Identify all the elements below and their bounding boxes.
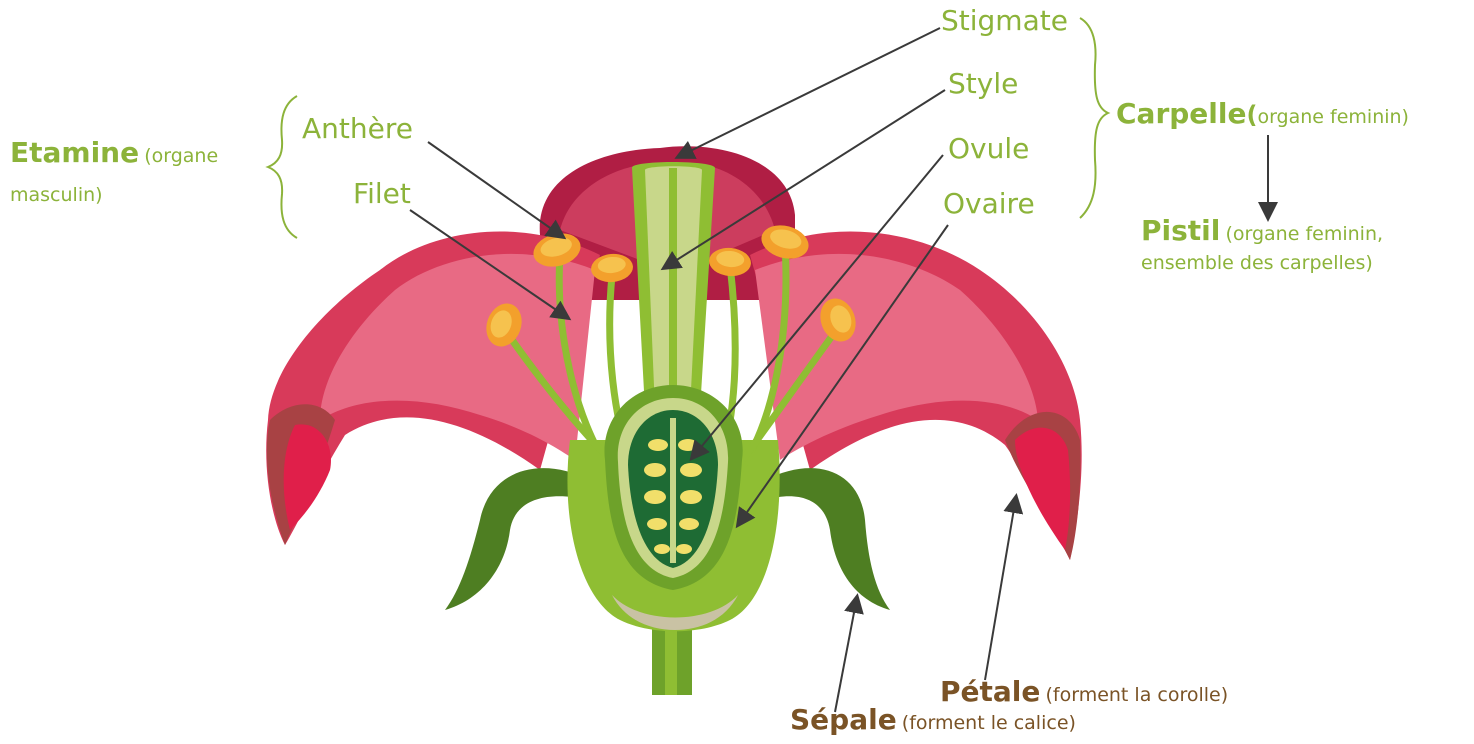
sepale-desc: (forment le calice): [902, 712, 1076, 734]
arrow-stigmate: [678, 28, 940, 157]
arrow-sepale: [835, 597, 857, 712]
label-style: Style: [948, 68, 1018, 100]
pistil-desc-line2: ensemble des carpelles): [1141, 253, 1373, 275]
sepale-title: Sépale: [790, 703, 897, 736]
label-pistil: Pistil (organe feminin,: [1141, 215, 1383, 247]
label-ovule: Ovule: [948, 133, 1029, 165]
label-filet: Filet: [353, 178, 411, 210]
carpelle-paren: (: [1246, 101, 1257, 129]
label-stigmate: Stigmate: [941, 5, 1068, 37]
label-anthere: Anthère: [302, 113, 413, 145]
label-etamine: Etamine (organe: [10, 137, 218, 169]
carpelle-desc: organe feminin): [1257, 106, 1409, 128]
arrow-anthere: [428, 142, 563, 237]
sepal-right: [765, 468, 890, 610]
carpelle-title: Carpelle: [1116, 97, 1246, 130]
label-ovaire: Ovaire: [943, 188, 1035, 220]
label-sepale: Sépale (forment le calice): [790, 704, 1076, 736]
arrow-petale: [985, 497, 1016, 680]
etamine-desc-line2: masculin): [10, 185, 103, 207]
etamine-desc-line1: (organe: [144, 145, 218, 167]
etamine-title: Etamine: [10, 136, 139, 169]
pistil-title: Pistil: [1141, 214, 1220, 247]
carpelle-brace: [1080, 18, 1108, 218]
pistil-desc-line1: (organe feminin,: [1225, 223, 1383, 245]
petale-desc: (forment la corolle): [1045, 684, 1228, 706]
label-carpelle: Carpelle(organe feminin): [1116, 98, 1409, 130]
etamine-brace: [268, 96, 297, 238]
